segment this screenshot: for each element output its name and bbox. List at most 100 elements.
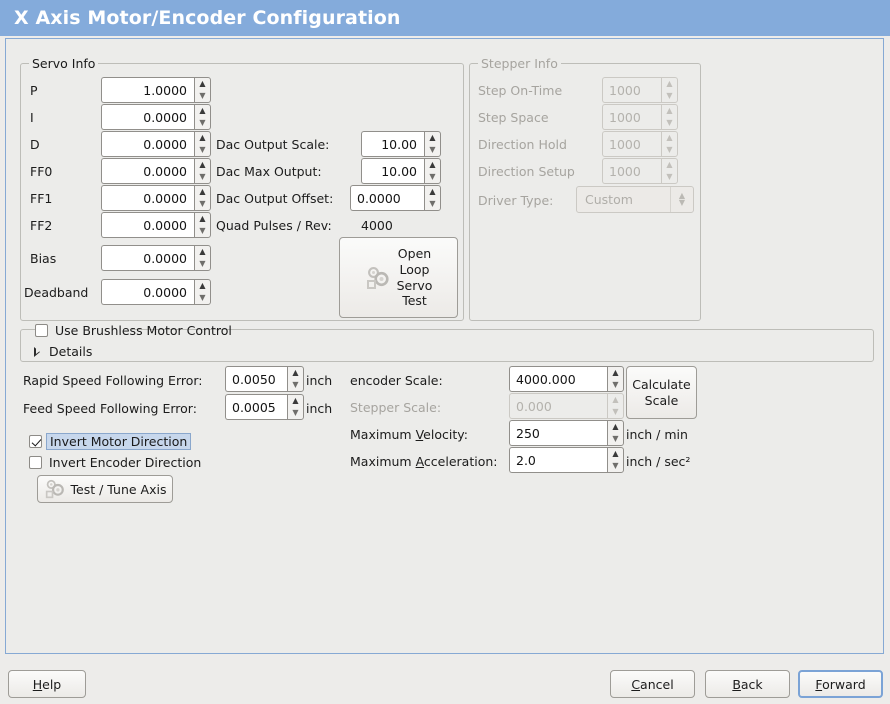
spin-dac-max-output-stepper[interactable]: ▲ ▼: [424, 158, 441, 184]
rest: ancel: [640, 676, 674, 692]
spin-i[interactable]: 0.0000 ▲ ▼: [101, 104, 211, 130]
chevron-down-icon[interactable]: ▼: [199, 259, 206, 268]
chevron-down-icon[interactable]: ▼: [199, 199, 206, 208]
spin-ff0[interactable]: 0.0000 ▲ ▼: [101, 158, 211, 184]
chevron-up-icon[interactable]: ▲: [612, 422, 619, 431]
chevron-right-icon[interactable]: [34, 346, 41, 357]
cancel-button[interactable]: Cancel: [610, 670, 695, 698]
chevron-up-icon[interactable]: ▲: [292, 396, 299, 405]
spin-dac-output-scale-value[interactable]: 10.00: [361, 131, 424, 157]
spin-rapid-speed-following-error[interactable]: 0.0050 ▲ ▼: [225, 366, 304, 392]
chevron-down-icon[interactable]: ▼: [199, 293, 206, 302]
spin-bias-value[interactable]: 0.0000: [101, 245, 194, 271]
spin-dac-output-offset[interactable]: 0.0000 ▲ ▼: [350, 185, 441, 211]
chevron-up-icon[interactable]: ▲: [199, 106, 206, 115]
spin-ff1-value[interactable]: 0.0000: [101, 185, 194, 211]
spin-rapid-value[interactable]: 0.0050: [225, 366, 287, 392]
spin-deadband-stepper[interactable]: ▲ ▼: [194, 279, 211, 305]
chevron-down-icon[interactable]: ▼: [292, 408, 299, 417]
label-feed-speed-following-error: Feed Speed Following Error:: [23, 401, 197, 416]
chevron-up-icon[interactable]: ▲: [199, 281, 206, 290]
spin-ff1[interactable]: 0.0000 ▲ ▼: [101, 185, 211, 211]
spin-dac-max-output[interactable]: 10.00 ▲ ▼: [361, 158, 441, 184]
spin-maximum-velocity-value[interactable]: 250: [509, 420, 607, 446]
chevron-up-icon[interactable]: ▲: [199, 79, 206, 88]
chevron-down-icon[interactable]: ▼: [292, 380, 299, 389]
spin-d[interactable]: 0.0000 ▲ ▼: [101, 131, 211, 157]
checkbox-box[interactable]: [29, 456, 42, 469]
chevron-up-icon[interactable]: ▲: [612, 449, 619, 458]
invert-motor-direction-checkbox[interactable]: Invert Motor Direction: [29, 433, 192, 450]
chevron-down-icon[interactable]: ▼: [199, 118, 206, 127]
spin-maximum-acceleration[interactable]: 2.0 ▲ ▼: [509, 447, 624, 473]
chevron-down-icon[interactable]: ▼: [429, 199, 436, 208]
chevron-down-icon[interactable]: ▼: [199, 172, 206, 181]
chevron-up-icon[interactable]: ▲: [429, 160, 436, 169]
spin-dac-max-output-value[interactable]: 10.00: [361, 158, 424, 184]
spin-bias-stepper[interactable]: ▲ ▼: [194, 245, 211, 271]
spin-rapid-stepper[interactable]: ▲ ▼: [287, 366, 304, 392]
use-brushless-motor-control-checkbox[interactable]: Use Brushless Motor Control: [35, 323, 232, 338]
spin-encoder-scale[interactable]: 4000.000 ▲ ▼: [509, 366, 624, 392]
spin-maximum-acceleration-value[interactable]: 2.0: [509, 447, 607, 473]
spin-feed-value[interactable]: 0.0005: [225, 394, 287, 420]
spin-dac-output-offset-value[interactable]: 0.0000: [350, 185, 424, 211]
invert-encoder-direction-checkbox[interactable]: Invert Encoder Direction: [29, 455, 201, 470]
chevron-down-icon[interactable]: ▼: [199, 91, 206, 100]
spin-deadband-value[interactable]: 0.0000: [101, 279, 194, 305]
checkbox-box[interactable]: [29, 435, 42, 448]
chevron-up-icon[interactable]: ▲: [199, 160, 206, 169]
spin-ff2-value[interactable]: 0.0000: [101, 212, 194, 238]
spin-ff2-stepper[interactable]: ▲ ▼: [194, 212, 211, 238]
chevron-up-icon[interactable]: ▲: [199, 187, 206, 196]
btn-line-3: Servo: [396, 277, 433, 293]
spin-maximum-acceleration-stepper[interactable]: ▲ ▼: [607, 447, 624, 473]
spin-feed-stepper[interactable]: ▲ ▼: [287, 394, 304, 420]
spin-ff0-value[interactable]: 0.0000: [101, 158, 194, 184]
calculate-scale-button[interactable]: Calculate Scale: [626, 366, 697, 419]
spin-p-stepper[interactable]: ▲ ▼: [194, 77, 211, 103]
chevron-down-icon[interactable]: ▼: [612, 461, 619, 470]
spin-i-stepper[interactable]: ▲ ▼: [194, 104, 211, 130]
help-button[interactable]: Help: [8, 670, 86, 698]
chevron-up-icon[interactable]: ▲: [429, 187, 436, 196]
spin-maximum-velocity-stepper[interactable]: ▲ ▼: [607, 420, 624, 446]
spin-maximum-velocity[interactable]: 250 ▲ ▼: [509, 420, 624, 446]
spin-dac-output-scale-stepper[interactable]: ▲ ▼: [424, 131, 441, 157]
forward-button[interactable]: Forward: [798, 670, 883, 698]
back-button[interactable]: Back: [705, 670, 790, 698]
spin-encoder-scale-stepper[interactable]: ▲ ▼: [607, 366, 624, 392]
spin-encoder-scale-value[interactable]: 4000.000: [509, 366, 607, 392]
test-tune-axis-button[interactable]: Test / Tune Axis: [37, 475, 173, 503]
spin-i-value[interactable]: 0.0000: [101, 104, 194, 130]
details-expander[interactable]: Details: [34, 344, 92, 359]
chevron-down-icon[interactable]: ▼: [612, 380, 619, 389]
spin-ff1-stepper[interactable]: ▲ ▼: [194, 185, 211, 211]
spin-d-stepper[interactable]: ▲ ▼: [194, 131, 211, 157]
spin-dac-output-offset-stepper[interactable]: ▲ ▼: [424, 185, 441, 211]
spin-d-value[interactable]: 0.0000: [101, 131, 194, 157]
chevron-up-icon[interactable]: ▲: [199, 247, 206, 256]
chevron-up-icon[interactable]: ▲: [612, 368, 619, 377]
open-loop-servo-test-button[interactable]: Open Loop Servo Test: [339, 237, 458, 318]
spin-ff2[interactable]: 0.0000 ▲ ▼: [101, 212, 211, 238]
chevron-up-icon[interactable]: ▲: [429, 133, 436, 142]
chevron-down-icon[interactable]: ▼: [612, 434, 619, 443]
spin-deadband[interactable]: 0.0000 ▲ ▼: [101, 279, 211, 305]
rest: ack: [740, 676, 763, 692]
label-p: P: [30, 83, 38, 98]
spin-bias[interactable]: 0.0000 ▲ ▼: [101, 245, 211, 271]
spin-p[interactable]: 1.0000 ▲ ▼: [101, 77, 211, 103]
chevron-down-icon[interactable]: ▼: [199, 145, 206, 154]
spin-feed-speed-following-error[interactable]: 0.0005 ▲ ▼: [225, 394, 304, 420]
chevron-up-icon[interactable]: ▲: [199, 214, 206, 223]
spin-p-value[interactable]: 1.0000: [101, 77, 194, 103]
chevron-down-icon[interactable]: ▼: [429, 172, 436, 181]
chevron-up-icon[interactable]: ▲: [292, 368, 299, 377]
chevron-down-icon[interactable]: ▼: [429, 145, 436, 154]
spin-dac-output-scale[interactable]: 10.00 ▲ ▼: [361, 131, 441, 157]
spin-ff0-stepper[interactable]: ▲ ▼: [194, 158, 211, 184]
checkbox-box[interactable]: [35, 324, 48, 337]
chevron-up-icon[interactable]: ▲: [199, 133, 206, 142]
chevron-down-icon[interactable]: ▼: [199, 226, 206, 235]
